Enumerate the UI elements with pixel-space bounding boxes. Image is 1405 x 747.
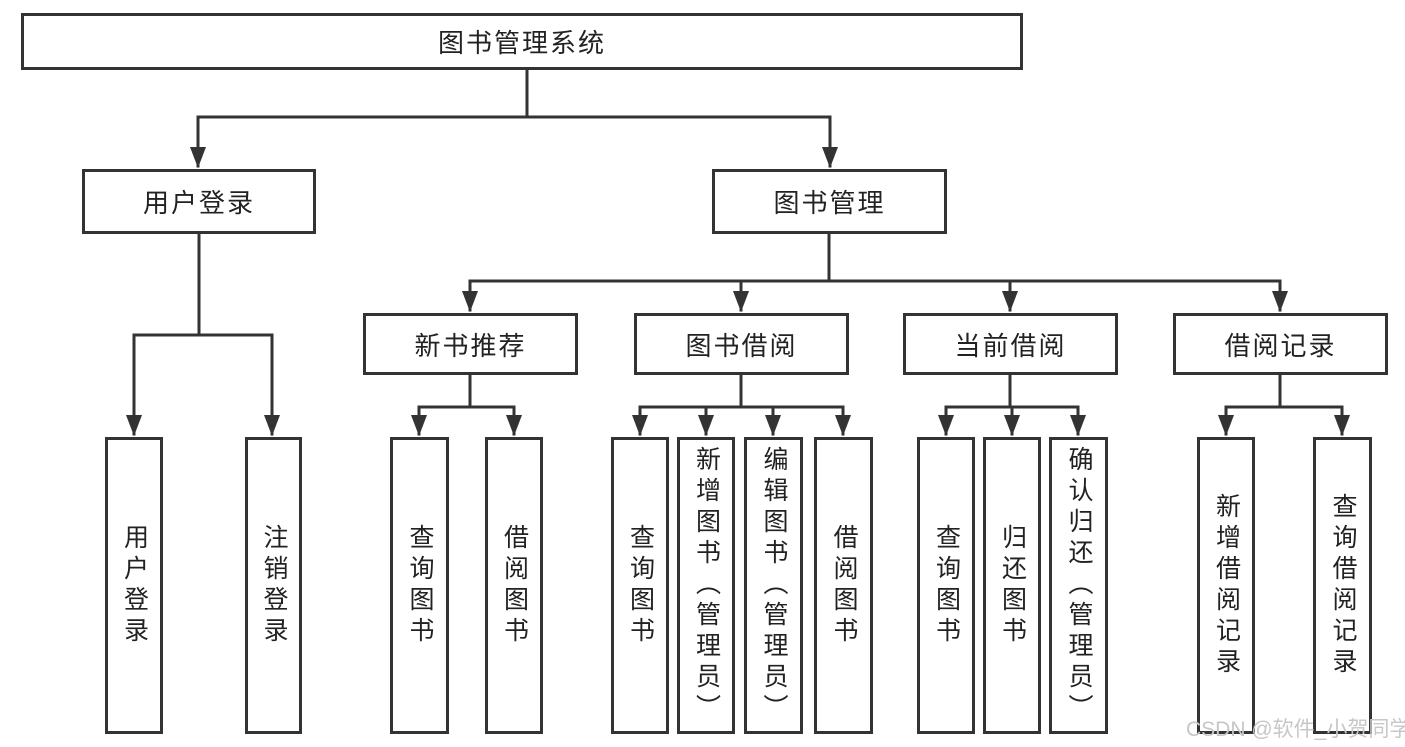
leaf-label: 编辑图书（管理员） [760,446,788,725]
arrow-down-icon [1334,415,1350,436]
node-book-borrow: 图书借阅 [634,313,849,375]
arrowhead-icons [126,147,1350,436]
leaf-label: 查询借阅记录 [1329,492,1357,679]
arrow-down-icon [1004,415,1020,436]
leaf-record-add-borrow-record: 新增借阅记录 [1197,437,1255,734]
node-new-book-recommend: 新书推荐 [363,313,578,375]
leaf-label: 新增图书（管理员） [692,446,721,725]
node-label: 用户登录 [142,188,255,218]
leaf-logout: 注销登录 [245,437,302,734]
arrow-down-icon [938,415,954,436]
arrow-down-icon [698,415,714,436]
arrow-down-icon [1218,415,1234,436]
node-current-borrow: 当前借阅 [903,313,1118,375]
leaf-label: 查询图书 [406,523,434,648]
leaf-label: 新增借阅记录 [1212,492,1241,679]
leaf-borrow-query-book: 查询图书 [611,437,669,734]
arrow-down-icon [1070,415,1086,436]
leaf-label: 归还图书 [998,523,1027,648]
arrow-down-icon [1272,291,1288,312]
leaf-record-query-borrow-record: 查询借阅记录 [1313,437,1372,734]
leaf-borrow-borrow-book: 借阅图书 [814,437,873,734]
leaf-label: 借阅图书 [830,523,858,648]
arrow-down-icon [632,415,648,436]
leaf-recommend-borrow-book: 借阅图书 [485,437,543,734]
node-label: 当前借阅 [954,330,1067,361]
leaf-current-return-book: 归还图书 [983,437,1041,734]
arrow-down-icon [264,415,280,436]
arrow-down-icon [733,291,749,312]
node-label: 新书推荐 [414,330,527,361]
leaf-label: 确认归还（管理员） [1065,446,1093,725]
leaf-recommend-query-book: 查询图书 [390,437,449,734]
leaf-label: 用户登录 [120,523,149,648]
node-label: 借阅记录 [1224,330,1337,361]
arrow-down-icon [835,415,851,436]
leaf-current-query-book: 查询图书 [917,437,975,734]
arrow-down-icon [1002,291,1018,312]
arrow-down-icon [126,415,142,436]
node-book-management: 图书管理 [712,169,947,234]
arrow-down-icon [506,415,522,436]
arrow-down-icon [190,147,206,168]
node-label: 图书管理系统 [437,28,606,58]
leaf-label: 查询图书 [932,523,961,648]
node-user-login: 用户登录 [82,169,316,234]
node-system-root: 图书管理系统 [21,13,1023,70]
leaf-borrow-add-book-admin: 新增图书（管理员） [677,437,735,734]
leaf-label: 注销登录 [260,523,288,648]
leaf-borrow-edit-book-admin: 编辑图书（管理员） [744,437,803,734]
leaf-label: 查询图书 [626,523,655,648]
arrow-down-icon [822,147,838,168]
arrow-down-icon [411,415,427,436]
leaf-user-login: 用户登录 [105,437,163,734]
node-label: 图书管理 [773,188,886,218]
watermark: CSDN @软件_小贺同学 [1186,718,1405,741]
leaf-label: 借阅图书 [500,523,529,648]
node-label: 图书借阅 [685,330,798,361]
arrow-down-icon [765,415,781,436]
node-borrow-record: 借阅记录 [1173,313,1388,375]
tree-edges [132,68,1344,436]
arrow-down-icon [462,291,478,312]
leaf-current-confirm-return-admin: 确认归还（管理员） [1049,437,1108,734]
